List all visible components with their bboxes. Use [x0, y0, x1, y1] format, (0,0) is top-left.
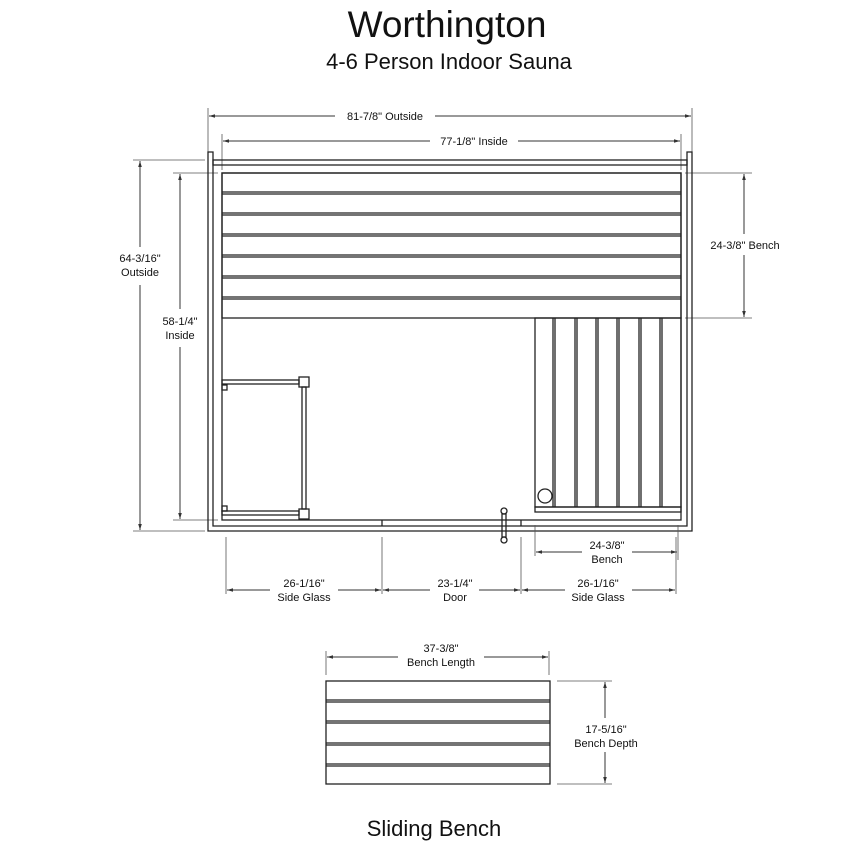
front-dimensions: 26-1/16" Side Glass 23-1/4" Door 26-1/16… — [225, 537, 677, 604]
subtitle: 4-6 Person Indoor Sauna — [326, 49, 573, 74]
glass-front — [381, 520, 522, 526]
outside-width-dimension: 81-7/8" Outside — [207, 108, 693, 155]
upper-bench — [221, 172, 682, 319]
sliding-bench-depth-dimension: 17-5/16" Bench Depth — [557, 680, 638, 785]
svg-text:Bench Depth: Bench Depth — [574, 738, 638, 750]
svg-text:Inside: Inside — [165, 330, 194, 342]
svg-text:58-1/4": 58-1/4" — [162, 316, 197, 328]
sliding-bench-title: Sliding Bench — [367, 816, 502, 841]
svg-text:24-3/8": 24-3/8" — [589, 540, 624, 552]
lower-bench — [534, 317, 682, 513]
heater-guard — [221, 376, 310, 520]
door-handle[interactable] — [500, 507, 508, 544]
svg-text:81-7/8" Outside: 81-7/8" Outside — [347, 111, 423, 123]
drain-icon — [537, 488, 553, 504]
svg-text:Bench: Bench — [591, 554, 622, 566]
inside-depth-dimension: 58-1/4" Inside — [162, 172, 218, 521]
svg-text:24-3/8" Bench: 24-3/8" Bench — [710, 240, 779, 252]
inside-width-dimension: 77-1/8" Inside — [221, 134, 682, 170]
svg-text:Outside: Outside — [121, 267, 159, 279]
side-glass-right-label: 26-1/16" — [577, 578, 618, 590]
sliding-bench — [325, 680, 551, 785]
svg-text:64-3/16": 64-3/16" — [119, 253, 160, 265]
svg-text:Side Glass: Side Glass — [571, 592, 625, 604]
door-label: 23-1/4" — [437, 578, 472, 590]
title: Worthington — [348, 4, 547, 45]
svg-text:17-5/16": 17-5/16" — [585, 724, 626, 736]
svg-text:37-3/8": 37-3/8" — [423, 643, 458, 655]
side-glass-left-label: 26-1/16" — [283, 578, 324, 590]
svg-text:Door: Door — [443, 592, 467, 604]
lower-bench-dimension: 24-3/8" Bench — [534, 525, 679, 566]
svg-text:Side Glass: Side Glass — [277, 592, 331, 604]
svg-text:77-1/8" Inside: 77-1/8" Inside — [440, 136, 508, 148]
outside-depth-dimension: 64-3/16" Outside — [119, 159, 205, 532]
svg-text:Bench Length: Bench Length — [407, 657, 475, 669]
upper-bench-dimension: 24-3/8" Bench — [685, 172, 780, 319]
sliding-bench-length-dimension: 37-3/8" Bench Length — [325, 643, 550, 675]
